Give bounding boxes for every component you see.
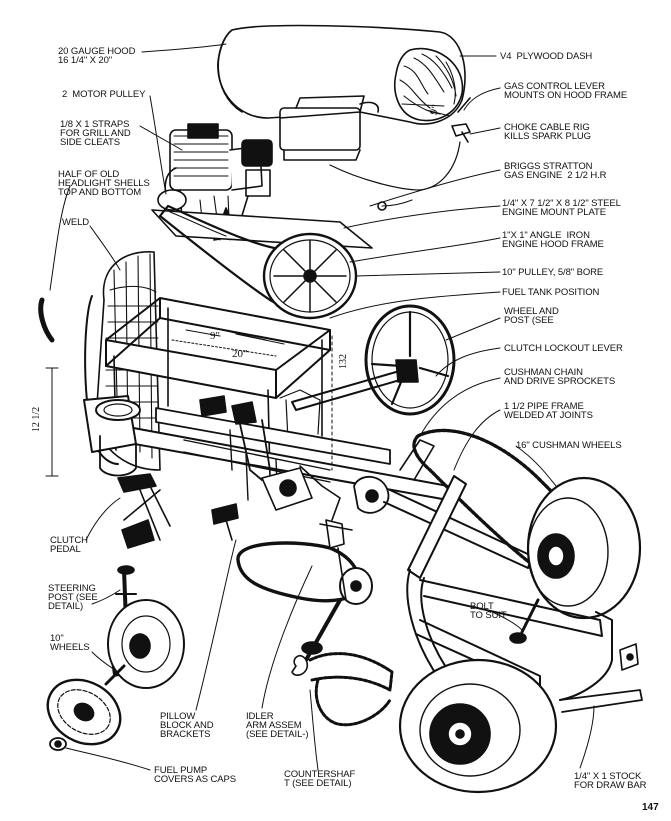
label-gas-lever: GAS CONTROL LEVER MOUNTS ON HOOD FRAME xyxy=(504,81,628,101)
label-clutch-lockout: CLUTCH LOCKOUT LEVER xyxy=(504,343,623,354)
label-fuel-tank: FUEL TANK POSITION xyxy=(502,287,600,298)
fuel-pump-cap xyxy=(49,737,67,751)
label-headlight: HALF OF OLD HEADLIGHT SHELLS TOP AND BOT… xyxy=(58,169,150,198)
label-straps: 1/8 X 1 STRAPS FOR GRILL AND SIDE CLEATS xyxy=(60,119,131,148)
steering-wheel xyxy=(291,304,456,416)
label-idler: IDLER ARM ASSEM (SEE DETAIL-) xyxy=(246,711,309,740)
dim-frame-height: 132 xyxy=(338,354,349,369)
label-cushman-chain: CUSHMAN CHAIN AND DRIVE SPROCKETS xyxy=(504,367,616,387)
label-dash: V4 PLYWOOD DASH xyxy=(500,51,593,62)
label-pillow-block: PILLOW BLOCK AND BRACKETS xyxy=(160,711,214,740)
label-wheels-10: 10" WHEELS xyxy=(50,633,90,653)
pipe-frame xyxy=(406,475,639,701)
draw-bar xyxy=(559,689,643,713)
label-draw-bar: 1/4" X 1 STOCK FOR DRAW BAR xyxy=(574,771,647,791)
dim-front-height: 12 1/2 xyxy=(31,406,43,433)
front-left-wheels xyxy=(46,599,185,746)
dim-frame-width: 9" xyxy=(210,330,220,342)
dim-frame-length: 20" xyxy=(232,348,248,360)
label-choke: CHOKE CABLE RIG KILLS SPARK PLUG xyxy=(504,122,591,142)
page-number: 147 xyxy=(642,802,659,813)
dash-control-lever xyxy=(279,95,471,211)
label-angle-iron: 1"X 1" ANGLE IRON ENGINE HOOD FRAME xyxy=(502,230,604,250)
label-pulley-10: 10" PULLEY, 5/8" BORE xyxy=(502,267,604,278)
label-engine: BRIGGS STRATTON GAS ENGINE 2 1/2 H.R xyxy=(504,161,607,181)
dimension-lines xyxy=(45,103,445,477)
label-steering-post: STEERING POST (SEE DETAIL) xyxy=(48,583,98,612)
label-cushman-wheels: 16" CUSHMAN WHEELS xyxy=(516,440,622,451)
label-pipe-frame: 1 1/2 PIPE FRAME WELDED AT JOINTS xyxy=(504,401,593,421)
front-right-wheel xyxy=(398,658,558,794)
hood-shape xyxy=(217,24,466,125)
bolt xyxy=(509,598,540,644)
tank-frame xyxy=(105,297,331,479)
idler-belt xyxy=(236,519,373,605)
label-weld: WELD xyxy=(62,217,90,228)
rear-wheel xyxy=(526,476,642,620)
label-bolt: BOLT TO SUIT xyxy=(470,601,507,621)
label-wheel-post: WHEEL AND POST (SEE xyxy=(504,306,559,326)
pedals xyxy=(117,395,341,549)
label-clutch-pedal: CLUTCH PEDAL xyxy=(50,535,88,555)
countershaft xyxy=(291,598,394,727)
label-fuel-pump: FUEL PUMP COVERS AS CAPS xyxy=(154,765,237,785)
leader-lines xyxy=(49,43,595,771)
label-countershaft: COUNTERSHAF T (SEE DETAIL) xyxy=(284,769,356,789)
engine xyxy=(157,123,273,241)
label-hood: 20 GAUGE HOOD 16 1/4" X 20" xyxy=(58,46,136,66)
label-mount-plate: 1/4" X 7 1/2" X 8 1/2" STEEL ENGINE MOUN… xyxy=(502,198,621,218)
label-motor-pulley: 2 MOTOR PULLEY xyxy=(62,89,146,100)
